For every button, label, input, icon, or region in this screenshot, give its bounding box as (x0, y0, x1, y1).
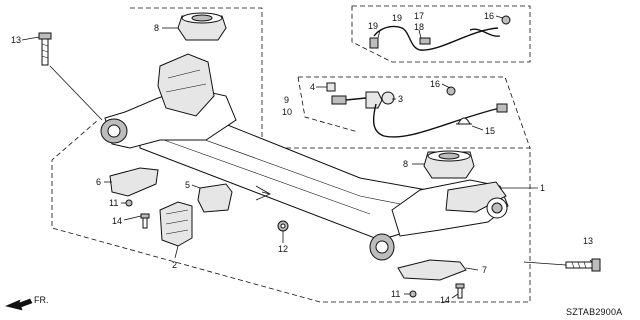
callout-2: 2 (172, 260, 177, 270)
callout-16-upper: 16 (484, 11, 494, 21)
main-assembly-boundary (51, 7, 531, 303)
bracket-right (397, 259, 467, 281)
callout-19-right: 19 (392, 13, 402, 23)
callout-9: 9 (284, 95, 289, 105)
callout-14-right: 14 (440, 295, 450, 305)
callout-10: 10 (282, 107, 292, 117)
spring-seat-upper (177, 12, 227, 41)
callout-8-upper: 8 (154, 23, 159, 33)
bolt-11-right (409, 290, 417, 298)
callout-4: 4 (310, 82, 315, 92)
callout-18: 18 (414, 22, 424, 32)
harness-group-boundary (351, 5, 531, 63)
rear-beam-axle-assembly (100, 53, 509, 261)
bolt-16-upper (501, 15, 511, 25)
callout-13-lower: 13 (583, 236, 593, 246)
callout-11-right: 11 (391, 289, 400, 299)
sensor-end-connector (496, 103, 508, 113)
callout-7: 7 (482, 265, 487, 275)
callout-3: 3 (398, 94, 403, 104)
spring-seat-lower (423, 150, 475, 179)
callout-1: 1 (540, 183, 545, 193)
callout-6: 6 (96, 177, 101, 187)
flange-bolt-lower (565, 258, 601, 272)
leader-lines (21, 15, 593, 299)
nut-12 (277, 220, 289, 232)
bolt-14-left (140, 213, 150, 229)
callout-8-lower: 8 (403, 159, 408, 169)
bracket-left (109, 167, 159, 197)
callout-12: 12 (278, 244, 288, 254)
callout-17: 17 (414, 11, 424, 21)
front-direction-arrow: FR. (5, 295, 49, 311)
flange-bolt-upper (38, 32, 52, 66)
stopper-small (197, 183, 233, 213)
callout-5: 5 (185, 180, 190, 190)
clip-19-left (369, 37, 379, 49)
clip-15 (456, 117, 472, 125)
bump-stopper (159, 201, 193, 247)
callout-14-left: 14 (112, 216, 122, 226)
callout-numbers: 1 2 3 4 5 6 7 8 8 9 10 11 11 12 13 13 14… (11, 11, 593, 305)
bolt-14-right (455, 283, 465, 299)
sensor-group-boundary (297, 76, 531, 149)
clip-4 (326, 82, 336, 92)
callout-11-left: 11 (109, 198, 118, 208)
clip-3 (381, 91, 395, 105)
harness-wire (373, 25, 501, 51)
callout-19-left: 19 (368, 21, 378, 31)
callout-16-lower: 16 (430, 79, 440, 89)
callout-15: 15 (485, 126, 495, 136)
bolt-11-left (125, 199, 133, 207)
wheel-speed-sensor (331, 91, 501, 138)
clip-19-right (419, 37, 431, 45)
callout-13-upper: 13 (11, 35, 21, 45)
bolt-16-lower (446, 86, 456, 96)
direction-label: FR. (34, 295, 49, 305)
diagram-code: SZTAB2900A (566, 307, 622, 317)
